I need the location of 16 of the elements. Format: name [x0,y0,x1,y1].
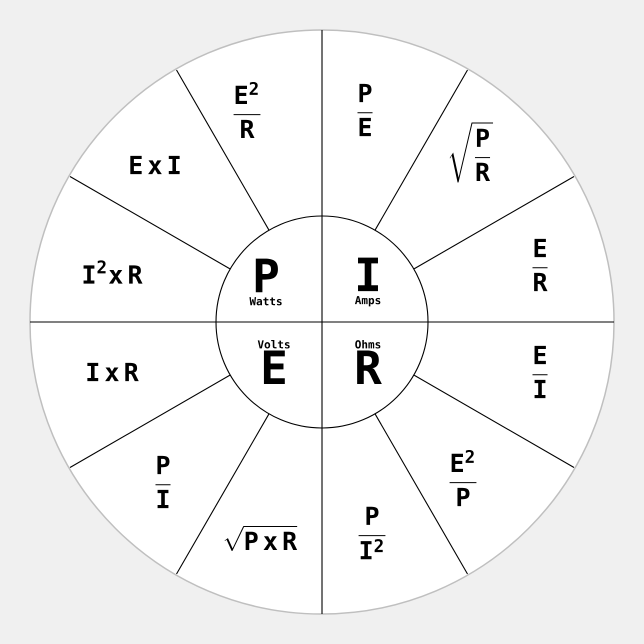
formula-label: $\frac{\mathbf{E}^{\mathbf{2}}}{\mathbf{P}}$ [450,450,476,506]
quantity-cell: Volts E [258,340,290,384]
formula-label: $\sqrt{\mathbf{P}\,\mathbf{x}\,\mathbf{R}}$ [224,526,298,551]
formula-label: $\mathbf{E}\,\mathbf{x}\,\mathbf{I}$ [130,156,180,174]
formula-label: $\frac{\mathbf{P}}{\mathbf{E}}$ [357,84,373,136]
formula-label: $\frac{\mathbf{P}}{\mathbf{I}}$ [155,456,171,508]
formula-label: $\frac{\mathbf{P}}{\mathbf{I}^{\mathbf{2}}}$ [358,506,386,560]
quantity-cell: P Watts [249,258,282,306]
formula-label: $\sqrt{\frac{\mathbf{P}}{\mathbf{R}}}$ [450,122,494,182]
quantity-cell: Ohms R [355,340,382,384]
formula-label: $\frac{\mathbf{E}}{\mathbf{R}}$ [532,238,548,292]
quantity-cell: I Amps [354,258,380,306]
formula-label: $\frac{\mathbf{E}^{\mathbf{2}}}{\mathbf{R}}$ [234,82,260,138]
formula-label: $\mathbf{I}\,\mathbf{x}\,\mathbf{R}$ [87,362,139,382]
formula-label: $\mathbf{I}^{\mathbf{2}}\mathbf{x}\,\mathbf{R}$ [84,260,143,284]
formula-label: $\frac{\mathbf{E}}{\mathbf{I}}$ [532,346,548,398]
